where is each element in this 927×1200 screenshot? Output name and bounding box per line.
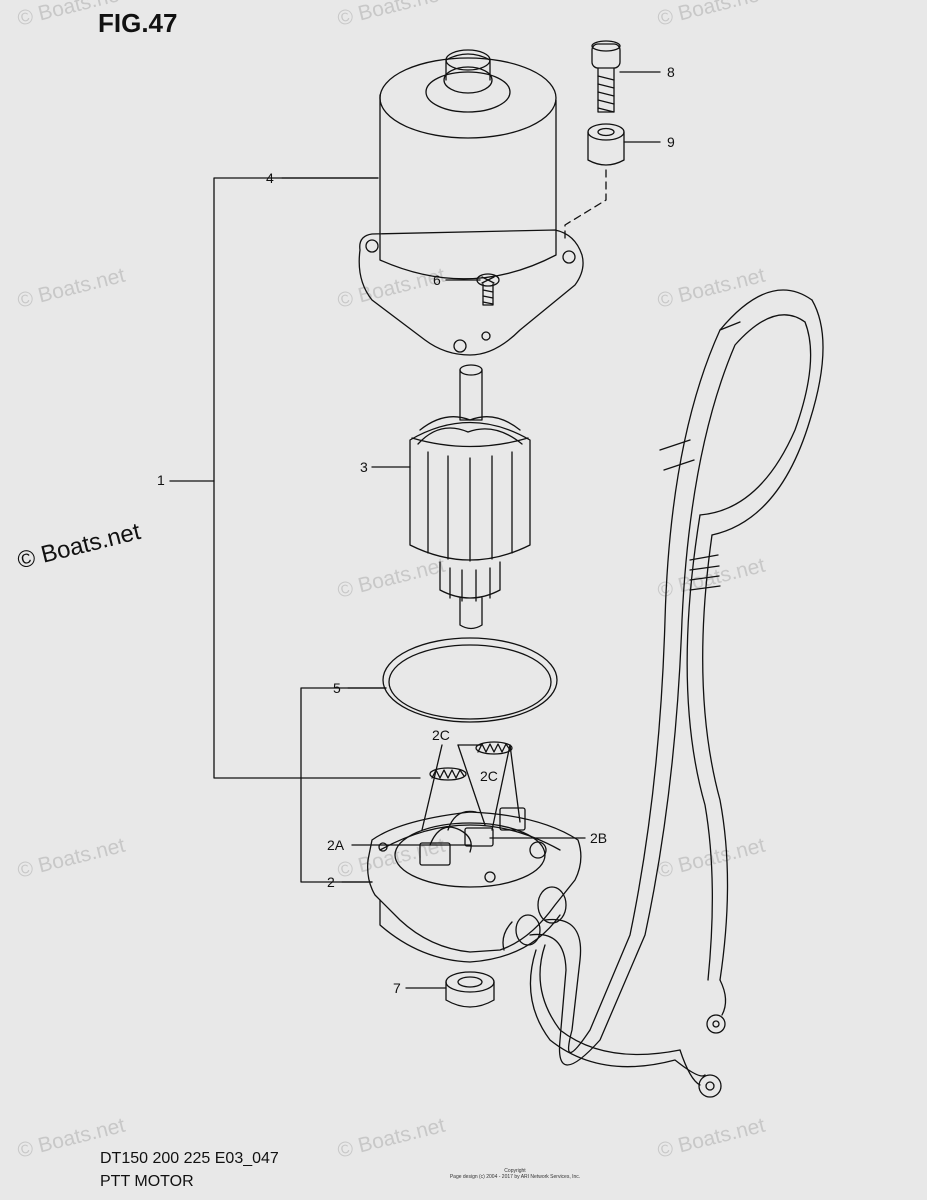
cable-grommet	[502, 886, 567, 951]
callout-1: 1	[157, 472, 165, 488]
callout-5: 5	[333, 680, 341, 696]
motor-base-part-2	[367, 807, 582, 963]
copyright-notice: Copyright Page design (c) 2004 - 2017 by…	[400, 1168, 630, 1180]
callout-9: 9	[667, 134, 675, 150]
callout-2c-bottom: 2C	[480, 768, 498, 784]
callout-2c-top: 2C	[432, 727, 450, 743]
copyright-line-2: Page design (c) 2004 - 2017 by ARI Netwo…	[449, 1174, 581, 1180]
callout-7: 7	[393, 980, 401, 996]
footer-model-code: DT150 200 225 E03_047	[100, 1150, 279, 1167]
screw-part-6	[476, 273, 500, 306]
spring-part-2c-left	[429, 767, 467, 781]
footer-part-name: PTT MOTOR	[100, 1173, 194, 1190]
callout-3: 3	[360, 459, 368, 475]
callout-6: 6	[433, 272, 441, 288]
callout-2b: 2B	[590, 830, 608, 846]
bearing-part-7	[445, 971, 495, 1008]
callout-2a: 2A	[327, 837, 345, 853]
callout-8: 8	[667, 64, 675, 80]
wire-harness	[529, 289, 824, 1098]
armature-part-3	[409, 364, 531, 630]
spacer-part-9	[587, 123, 625, 166]
spring-part-2c-right	[475, 741, 513, 755]
callout-4: 4	[266, 170, 274, 186]
o-ring-part-5	[382, 637, 558, 723]
bracket-part-2	[300, 687, 387, 883]
copyright-line-1: Copyright	[504, 1168, 526, 1174]
motor-housing-part-4	[358, 49, 584, 356]
dashed-assembly-line	[564, 169, 607, 241]
bolt-part-8	[591, 40, 621, 113]
callout-2: 2	[327, 874, 335, 890]
figure-title: FIG.47	[98, 8, 178, 38]
